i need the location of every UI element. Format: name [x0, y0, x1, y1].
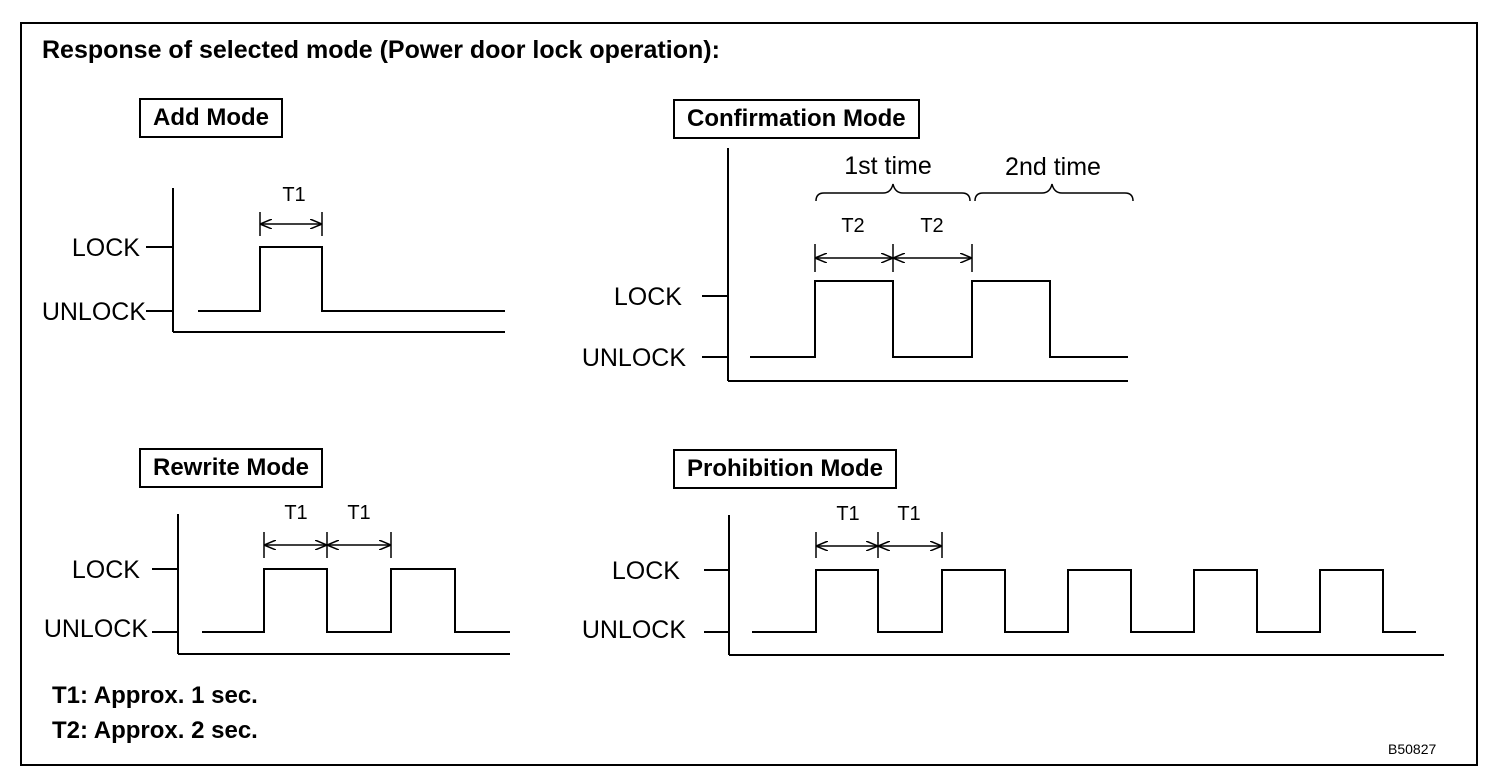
- confirmation-mode-diagram: LOCK UNLOCK T2 T2 1st time 2nd time: [582, 148, 1134, 382]
- add-mode-title: Add Mode: [139, 98, 283, 138]
- prohibition-mode-waveform: [752, 569, 1416, 633]
- confirmation-mode-t2-label-2: T2: [920, 215, 943, 237]
- rewrite-mode-waveform: [202, 568, 510, 633]
- confirmation-mode-1st-time-label: 1st time: [844, 152, 932, 180]
- confirmation-mode-lock-label: LOCK: [614, 283, 682, 311]
- confirmation-mode-title: Confirmation Mode: [673, 99, 920, 139]
- add-mode-t1-label: T1: [282, 184, 305, 206]
- prohibition-mode-unlock-label: UNLOCK: [582, 616, 687, 644]
- prohibition-mode-t1-label-1: T1: [836, 503, 859, 525]
- confirmation-mode-2nd-time-label: 2nd time: [1005, 153, 1101, 181]
- add-mode-lock-label: LOCK: [72, 234, 140, 262]
- legend-t1: T1: Approx. 1 sec.: [52, 682, 258, 709]
- rewrite-mode-lock-label: LOCK: [72, 556, 140, 584]
- confirmation-mode-t2-label-1: T2: [841, 215, 864, 237]
- diagram-frame: [20, 22, 1478, 766]
- confirmation-mode-1st-time-brace: [815, 183, 971, 202]
- confirmation-mode-waveform: [750, 280, 1128, 358]
- diagram-heading: Response of selected mode (Power door lo…: [42, 36, 720, 64]
- prohibition-mode-lock-label: LOCK: [612, 557, 680, 585]
- prohibition-mode-diagram: LOCK UNLOCK T1 T1: [582, 503, 1444, 656]
- confirmation-mode-unlock-label: UNLOCK: [582, 344, 687, 372]
- prohibition-mode-title: Prohibition Mode: [673, 449, 897, 489]
- add-mode-diagram: LOCK UNLOCK T1: [42, 184, 505, 333]
- legend-t2: T2: Approx. 2 sec.: [52, 717, 258, 744]
- rewrite-mode-diagram: LOCK UNLOCK T1 T1: [44, 502, 510, 655]
- rewrite-mode-t1-label-2: T1: [347, 502, 370, 524]
- confirmation-mode-2nd-time-brace: [974, 183, 1134, 202]
- rewrite-mode-unlock-label: UNLOCK: [44, 615, 149, 643]
- rewrite-mode-title: Rewrite Mode: [139, 448, 324, 488]
- add-mode-unlock-label: UNLOCK: [42, 298, 147, 326]
- figure-code: B50827: [1388, 741, 1437, 757]
- rewrite-mode-t1-label-1: T1: [284, 502, 307, 524]
- prohibition-mode-t1-label-2: T1: [897, 503, 920, 525]
- add-mode-waveform: [198, 246, 505, 312]
